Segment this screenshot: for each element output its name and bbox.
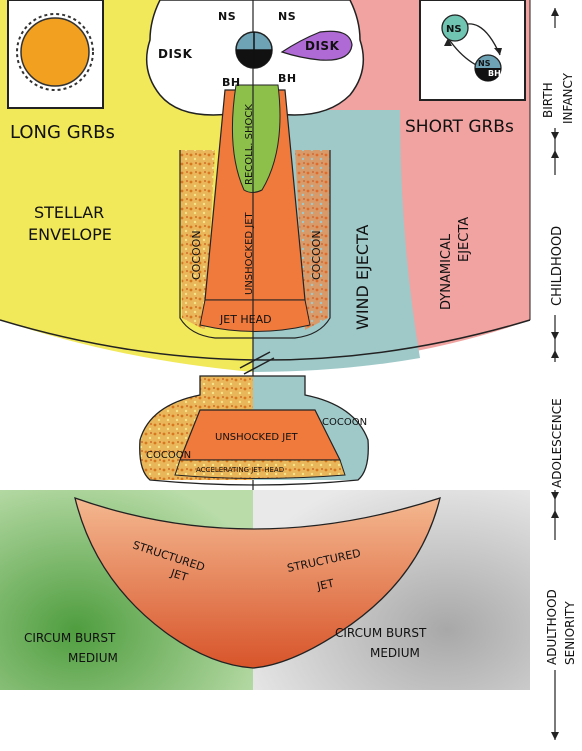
adolescence-bell (139, 375, 369, 486)
stage-timeline (546, 8, 580, 740)
jet-head-label: JET HEAD (219, 313, 272, 326)
stage-seniority: SENIORITY (563, 601, 577, 665)
stage-adulthood: ADULTHOOD (545, 589, 559, 665)
long-grbs-label: LONG GRBs (10, 122, 115, 143)
disk-left-label: DISK (158, 47, 193, 61)
sun-icon (16, 13, 94, 91)
cocoon-left-label: COCOON (190, 230, 203, 280)
central-object (235, 31, 273, 69)
cbm-right-2: MEDIUM (370, 646, 420, 660)
binary-inset (419, 0, 526, 101)
unshocked-jet-mid-label: UNSHOCKED JET (215, 432, 299, 443)
stage-infancy: INFANCY (561, 72, 575, 124)
bell-accel-jet-head (174, 459, 346, 479)
stage-adolescence: ADOLESCENCE (550, 398, 564, 488)
dynamical-label: DYNAMICAL (439, 233, 454, 310)
stage-birth: BIRTH (541, 82, 555, 118)
ns-right-label: NS (278, 10, 296, 23)
inset-nsbh-bh-label: BH (488, 69, 501, 78)
binary-orbit-icon (441, 14, 502, 82)
bh-right-label: BH (278, 72, 297, 85)
bh-left-label: BH (222, 76, 241, 89)
inset-nsbh-ns-label: NS (478, 59, 491, 68)
stage-childhood: CHILDHOOD (550, 226, 565, 306)
ns-left-label: NS (218, 10, 236, 23)
cocoon-mid-left-label: COCOON (146, 450, 191, 461)
dome-outline (0, 319, 531, 361)
sun-inset (7, 0, 104, 109)
cocoon-right-label: COCOON (310, 230, 323, 280)
disk-right-label: DISK (305, 39, 340, 53)
accelerating-jet-head-label: ACCELERATING JET HEAD (196, 466, 284, 474)
structured-left-2: JET (168, 566, 189, 584)
cocoon-mid-right-label: COCOON (322, 417, 367, 428)
purple-disk (280, 30, 353, 61)
inset-ns-label: NS (446, 24, 462, 35)
short-grbs-label: SHORT GRBs (405, 117, 514, 137)
unshocked-jet-vertical-label: UNSHOCKED JET (244, 211, 255, 295)
recollimation-shock (231, 84, 281, 193)
structured-jet (74, 496, 441, 669)
cbm-left-2: MEDIUM (68, 651, 118, 665)
stellar-label: STELLAR (34, 203, 104, 222)
recoll-shock-label: RECOLL. SHOCK (244, 104, 255, 185)
cbm-right-1: CIRCUM BURST (335, 626, 427, 640)
ejecta-label: EJECTA (457, 217, 472, 262)
cbm-left-1: CIRCUM BURST (24, 631, 116, 645)
jet-head-region (199, 299, 311, 332)
wind-ejecta-label: WIND EJECTA (353, 224, 372, 330)
structured-right-2: JET (315, 577, 335, 593)
envelope-label: ENVELOPE (28, 225, 112, 244)
break-mark-upper (239, 351, 275, 375)
